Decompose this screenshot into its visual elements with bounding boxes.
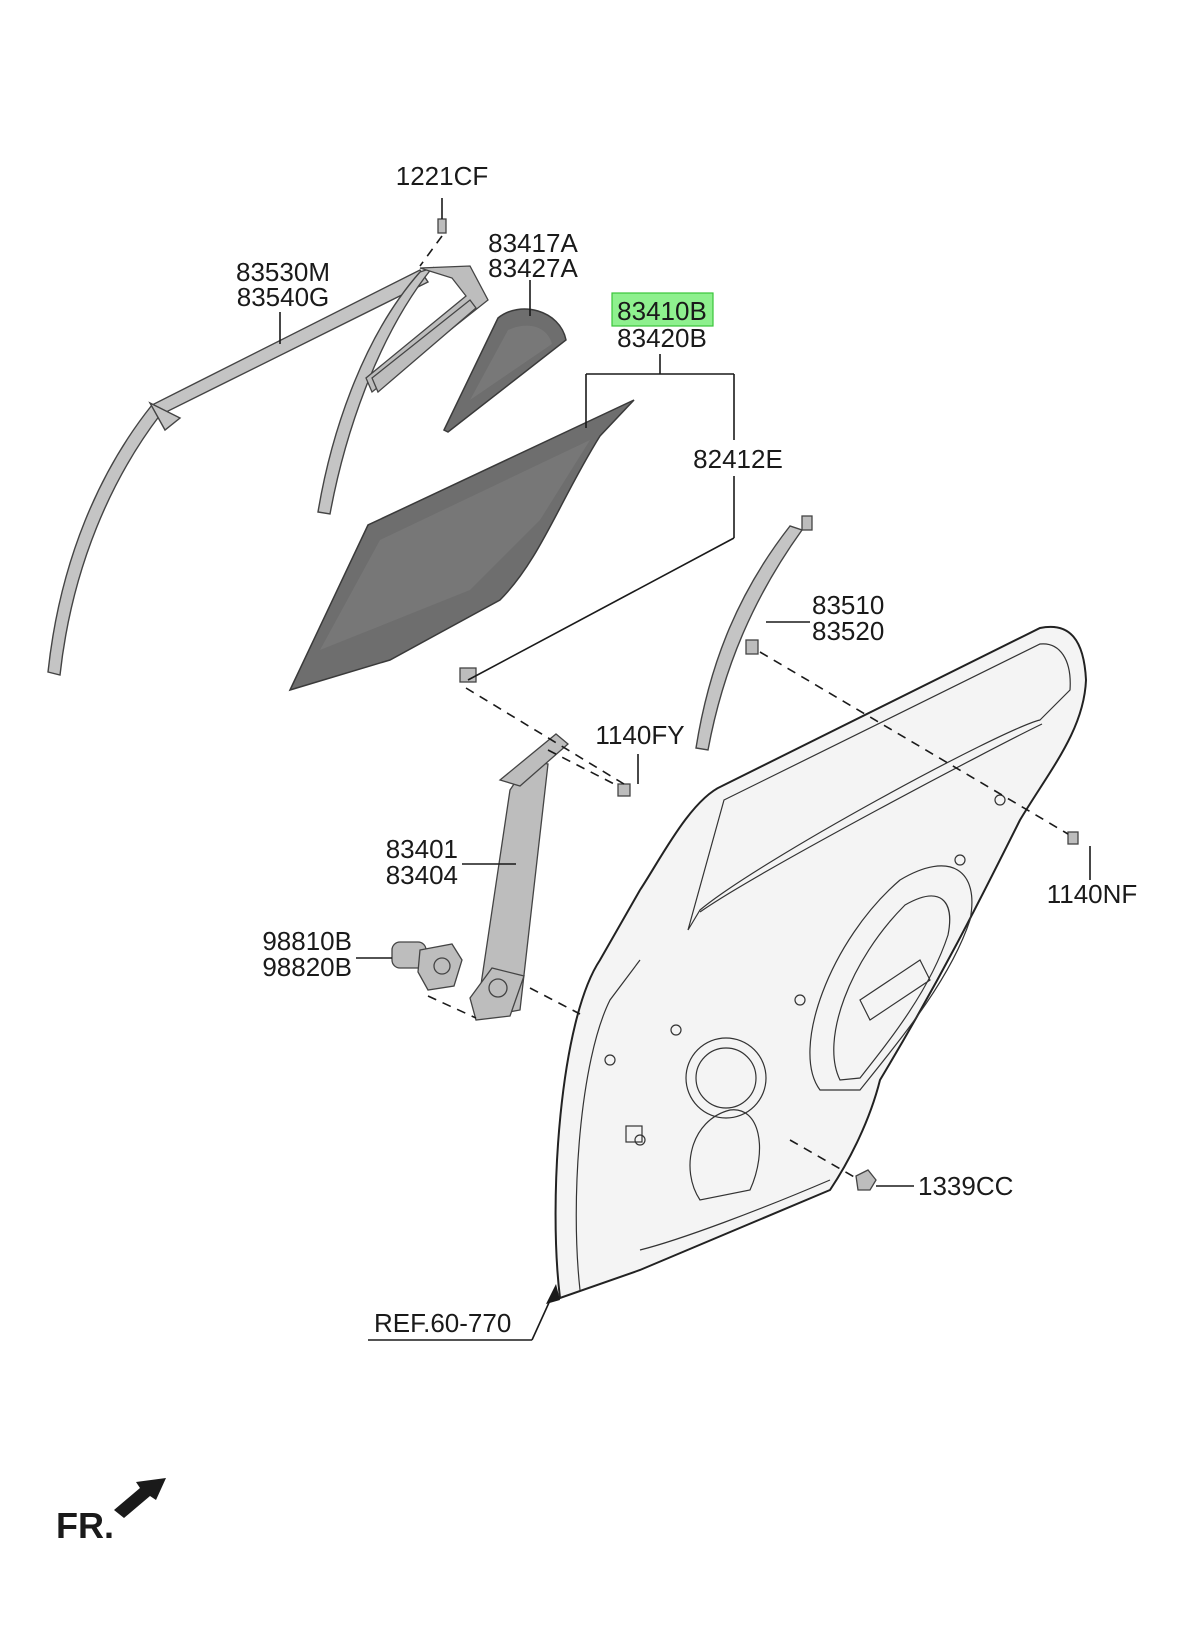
bolt-1140fy-icon	[617, 783, 631, 797]
label-83510[interactable]: 83510	[812, 590, 884, 620]
label-1140fy[interactable]: 1140FY	[595, 720, 684, 750]
label-83427a[interactable]: 83427A	[488, 253, 578, 283]
nut-1339cc-icon	[855, 1169, 877, 1191]
rear-run-channel	[695, 515, 813, 751]
label-1140nf[interactable]: 1140NF	[1047, 879, 1138, 909]
quarter-fixed-glass	[443, 308, 567, 433]
window-regulator	[469, 733, 570, 1021]
front-arrow-icon	[114, 1478, 166, 1518]
label-83530m[interactable]: 83530M	[236, 257, 330, 287]
label-83417a[interactable]: 83417A	[488, 228, 578, 258]
label-83540g[interactable]: 83540G	[237, 282, 330, 312]
label-98820b[interactable]: 98820B	[262, 952, 352, 982]
label-83404[interactable]: 83404	[386, 860, 458, 890]
label-83410b[interactable]: 83410B	[617, 296, 707, 326]
leader-lines	[279, 198, 1091, 1341]
front-label: FR.	[56, 1505, 114, 1546]
front-direction-indicator: FR.	[56, 1478, 166, 1546]
label-83420b[interactable]: 83420B	[617, 323, 707, 353]
quarter-channel	[317, 265, 489, 515]
highlight-box-83410b	[611, 292, 714, 327]
label-98810b[interactable]: 98810B	[262, 926, 352, 956]
label-83401[interactable]: 83401	[386, 834, 458, 864]
door-glass	[288, 399, 635, 692]
label-83520[interactable]: 83520	[812, 616, 884, 646]
door-inner-panel	[554, 625, 1088, 1300]
bolt-1221cf-icon	[419, 218, 447, 267]
part-labels: 1221CF 83530M 83540G 83417A 83427A 83410…	[236, 161, 1137, 1338]
label-ref-60-770[interactable]: REF.60-770	[374, 1308, 511, 1338]
label-1221cf[interactable]: 1221CF	[396, 161, 489, 191]
regulator-motor	[391, 941, 463, 991]
label-82412e[interactable]: 82412E	[693, 444, 783, 474]
assembly-lines	[427, 651, 1069, 1179]
bolt-1140nf-icon	[1067, 831, 1079, 845]
label-1339cc[interactable]: 1339CC	[918, 1171, 1013, 1201]
